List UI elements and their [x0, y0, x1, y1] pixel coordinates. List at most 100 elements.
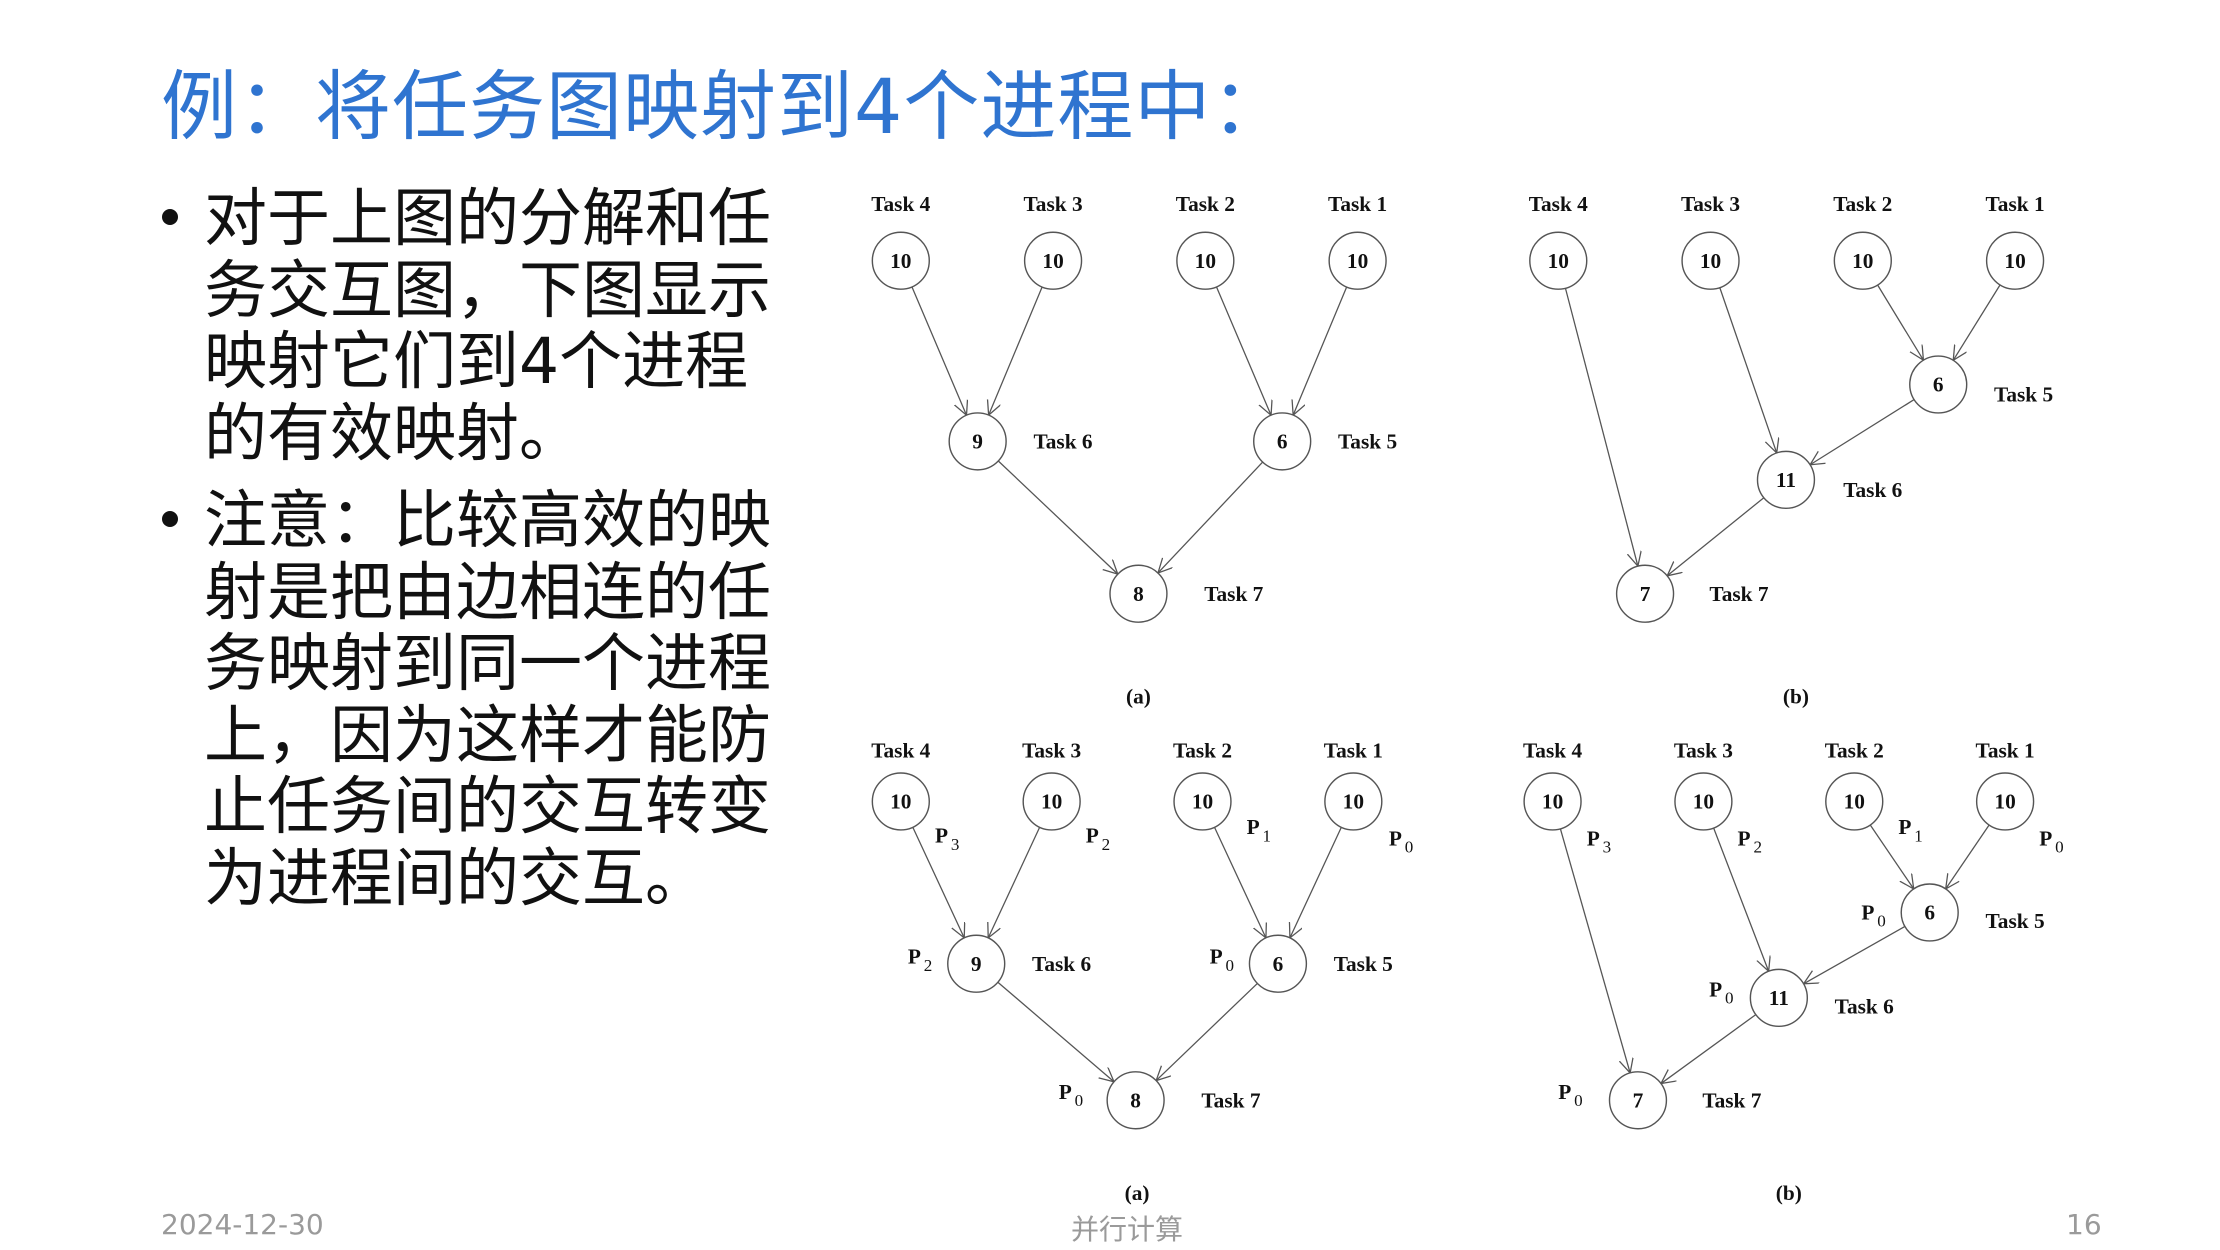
dependency-edge: [1661, 1014, 1757, 1084]
task-label: Task 1: [1328, 192, 1387, 216]
node-circle: [1529, 231, 1588, 290]
task-label: Task 3: [1681, 192, 1740, 216]
node-weight: 10: [2004, 249, 2025, 273]
task-label: Task 5: [1994, 383, 2053, 407]
footer-date: 2024-12-30: [161, 1208, 324, 1241]
node-weight: 10: [1343, 790, 1364, 814]
bullet-dot-icon: [162, 209, 178, 225]
task-label: Task 7: [1702, 1088, 1761, 1112]
node-circle: [1985, 231, 2045, 290]
node-circle: [1328, 231, 1387, 290]
node-weight: 8: [1130, 1088, 1141, 1112]
node-circle: [1023, 231, 1083, 290]
node-circle: [1674, 772, 1733, 831]
task-node: 6 Task 5: [1253, 412, 1397, 471]
task-label: Task 3: [1024, 192, 1083, 216]
dependency-edge: [997, 460, 1117, 574]
node-weight: 6: [1277, 430, 1288, 454]
node-circle: [1523, 772, 1582, 831]
node-weight: 10: [1693, 790, 1714, 814]
node-weight: 10: [890, 249, 911, 273]
dependency-edge: [997, 981, 1114, 1082]
dependency-edge: [1559, 828, 1630, 1073]
node-circle: [1749, 968, 1809, 1028]
node-circle: [1825, 772, 1884, 831]
dependency-edge: [1158, 461, 1264, 573]
diagram-caption: (b): [1783, 684, 1809, 708]
node-weight: 9: [971, 952, 982, 976]
node-weight: 7: [1633, 1088, 1644, 1112]
task-label: Task 6: [1032, 952, 1091, 976]
slide-title: 例：将任务图映射到4个进程中：: [161, 62, 1289, 151]
node-weight: 10: [1994, 790, 2015, 814]
dependency-edge: [1877, 284, 1924, 360]
node-weight: 10: [890, 790, 911, 814]
diagram-caption: (b): [1776, 1181, 1802, 1205]
task-label: Task 7: [1201, 1088, 1260, 1112]
diagram-caption: (a): [1125, 1181, 1150, 1205]
node-circle: [871, 772, 930, 831]
task-node: 10 Task 3: [1023, 192, 1083, 290]
node-weight: 10: [1548, 249, 1569, 273]
node-circle: [1173, 772, 1232, 831]
dependency-edge: [1564, 288, 1637, 566]
node-circle: [1681, 231, 1740, 290]
bullet-list: 对于上图的分解和任 务交互图，下图显示 映射它们到4个进程 的有效映射。 注意：…: [160, 183, 810, 930]
node-weight: 10: [1195, 249, 1216, 273]
task-label: Task 2: [1825, 738, 1884, 762]
node-weight: 7: [1640, 582, 1651, 606]
task-label: Task 1: [1976, 738, 2035, 762]
task-label: Task 5: [1334, 952, 1393, 976]
dependency-edge: [989, 286, 1043, 415]
task-label: Task 4: [871, 738, 930, 762]
task-label: Task 7: [1204, 582, 1263, 606]
task-label: Task 6: [1843, 478, 1902, 502]
dependency-edge: [1953, 284, 2001, 360]
node-circle: [1833, 231, 1892, 290]
dependency-edge: [1804, 925, 1906, 983]
dependency-edge: [1719, 287, 1777, 453]
node-weight: 10: [1042, 249, 1063, 273]
node-circle: [1756, 450, 1816, 510]
bullet-line: 的有效映射。: [204, 396, 582, 470]
dependency-edge: [1667, 497, 1765, 576]
node-weight: 10: [1700, 249, 1721, 273]
task-label: Task 5: [1338, 430, 1397, 454]
dependency-edge: [1293, 286, 1348, 415]
node-weight: 6: [1273, 952, 1284, 976]
node-circle: [1106, 1071, 1165, 1130]
bullet-line: 上，因为这样才能防: [204, 698, 771, 772]
dependency-edge: [1290, 827, 1342, 938]
bullet-line: 止任务间的交互转变: [204, 770, 771, 843]
node-weight: 10: [1844, 790, 1865, 814]
bullet-dot-icon: [162, 511, 178, 527]
dependency-edge: [1213, 827, 1265, 938]
node-circle: [1615, 564, 1675, 623]
node-circle: [1324, 772, 1383, 831]
node-weight: 10: [1192, 790, 1213, 814]
task-label: Task 3: [1022, 738, 1081, 762]
bullet-line: 务映射到同一个进程: [204, 627, 771, 700]
